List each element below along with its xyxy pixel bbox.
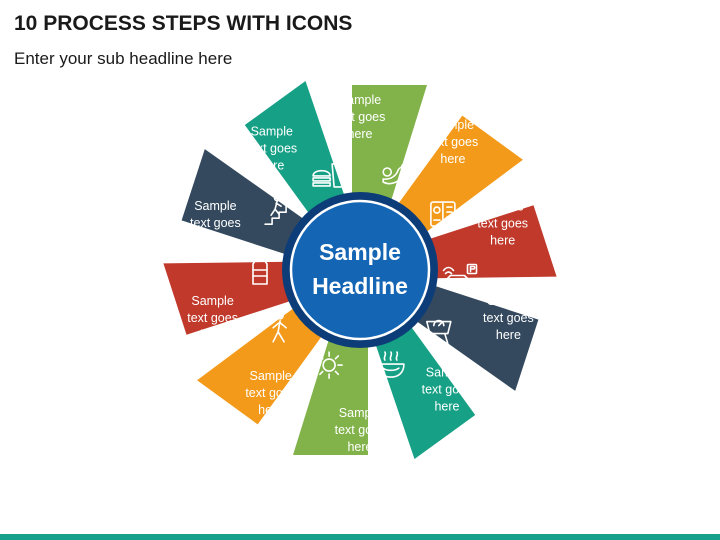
step-8-label-line-1: Sample <box>191 294 233 308</box>
step-1-label: Sample text goes here <box>335 93 386 141</box>
step-icons <box>252 157 478 379</box>
step-9-label-line-2: text goes <box>190 216 241 230</box>
step-3-label-line-1: Sample <box>482 200 524 214</box>
food-bowl-icon <box>377 351 405 378</box>
step-4-label-line-1: Sample <box>487 294 529 308</box>
step-5-label-line-1: Sample <box>426 366 468 380</box>
step-10-label-line-2: text goes <box>246 142 297 156</box>
step-2-label-line-3: here <box>440 152 465 166</box>
step-7-label-line-2: text goes <box>245 386 296 400</box>
step-1-label-line-3: here <box>347 127 372 141</box>
step-2-label-line-1: Sample <box>432 118 474 132</box>
center-circle <box>289 199 431 341</box>
step-7-label-line-1: Sample <box>250 369 292 383</box>
step-1-label-line-2: text goes <box>335 110 386 124</box>
page-subtitle: Enter your sub headline here <box>14 49 233 68</box>
parking-car-icon <box>442 263 478 291</box>
center-headline-line-2: Headline <box>312 273 408 299</box>
bottom-accent-bar <box>0 534 720 540</box>
step-9-label-line-3: here <box>203 233 228 247</box>
step-6-label-line-2: text goes <box>335 423 386 437</box>
step-8-label-line-3: here <box>200 328 225 342</box>
walking-person-icon <box>272 311 287 343</box>
sun-icon <box>315 351 343 379</box>
nutrition-label-icon <box>430 201 456 227</box>
step-4-label-line-2: text goes <box>483 311 534 325</box>
fast-food-icon <box>312 157 346 188</box>
step-2-label: Sample text goes here <box>428 118 479 166</box>
page-title: 10 PROCESS STEPS WITH ICONS <box>14 12 353 35</box>
step-2-label-line-2: text goes <box>428 135 479 149</box>
step-9-label-line-1: Sample <box>194 199 236 213</box>
step-8-label: Sample text goes here <box>187 294 238 342</box>
step-6-label-line-3: here <box>347 440 372 454</box>
step-10-label-line-3: here <box>259 159 284 173</box>
step-5-label-line-3: here <box>434 400 459 414</box>
step-3-label-line-3: here <box>490 234 515 248</box>
step-5-label-line-2: text goes <box>422 383 473 397</box>
weight-scale-icon <box>425 319 452 345</box>
stairs-climb-icon <box>264 194 294 225</box>
step-10-label: Sample text goes here <box>246 125 297 173</box>
chili-pepper-icon <box>382 162 408 185</box>
center-headline-line-1: Sample <box>319 239 401 265</box>
step-8-label-line-2: text goes <box>187 311 238 325</box>
step-5-label: Sample text goes here <box>422 366 473 414</box>
step-6-label-line-1: Sample <box>339 406 381 420</box>
water-bottle-icon <box>252 253 268 285</box>
step-1-label-line-1: Sample <box>339 93 381 107</box>
step-10-label-line-1: Sample <box>251 125 293 139</box>
step-7-label-line-3: here <box>258 403 283 417</box>
step-9-label: Sample text goes here <box>190 199 241 247</box>
step-7-label: Sample text goes here <box>245 369 296 417</box>
step-4-label-line-3: here <box>496 328 521 342</box>
step-3-label-line-2: text goes <box>477 217 528 231</box>
step-3-label: Sample text goes here <box>477 200 528 248</box>
step-4-label: Sample text goes here <box>483 294 534 342</box>
step-6-label: Sample text goes here <box>335 406 386 454</box>
center-circle-group: Sample Headline <box>282 192 438 348</box>
